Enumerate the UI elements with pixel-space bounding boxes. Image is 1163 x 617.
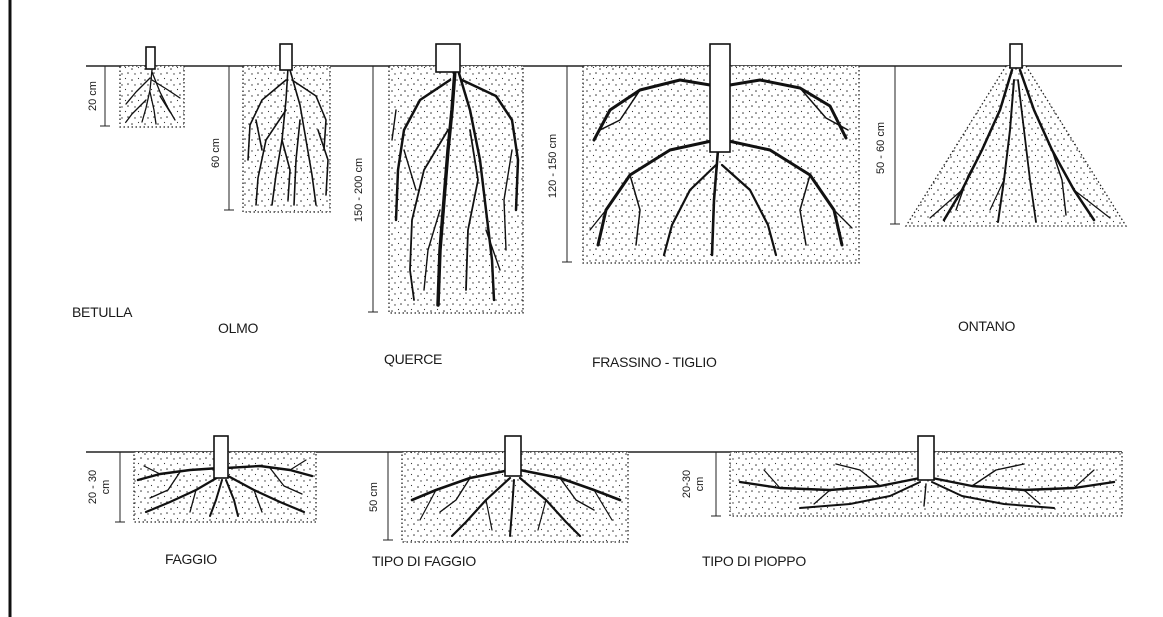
betulla-figure: 20 cm BETULLA — [72, 47, 184, 320]
ontano-depth-label: 50 - 60 cm — [875, 122, 887, 174]
ontano-name-label: ONTANO — [958, 318, 1015, 334]
betulla-trunk — [146, 47, 155, 69]
frassino-tiglio-name-label: FRASSINO - TIGLIO — [592, 354, 717, 370]
olmo-figure: 60 cm OLMO — [210, 44, 330, 336]
faggio-trunk — [214, 436, 228, 478]
tipo-di-faggio-name-label: TIPO DI FAGGIO — [372, 553, 476, 569]
faggio-name-label: FAGGIO — [165, 551, 217, 567]
faggio-depth-label-1: 20 - 30 — [87, 470, 99, 504]
olmo-name-label: OLMO — [218, 320, 258, 336]
tipo-di-faggio-figure: 50 cm TIPO DI FAGGIO — [368, 436, 628, 569]
betulla-name-label: BETULLA — [72, 304, 133, 320]
querce-figure: 150 - 200 cm QUERCE — [353, 44, 523, 367]
querce-trunk — [436, 44, 460, 72]
tipo-di-faggio-trunk — [505, 436, 521, 476]
tipo-di-pioppo-figure: 20-30 cm TIPO DI PIOPPO — [681, 436, 1122, 569]
ontano-trunk — [1010, 44, 1022, 68]
faggio-depth-label-2: cm — [100, 480, 112, 495]
betulla-depth-label: 20 cm — [87, 81, 99, 111]
tipo-di-pioppo-depth-label-2: cm — [694, 477, 706, 492]
ontano-soil-cone — [906, 66, 1126, 226]
olmo-trunk — [280, 44, 292, 70]
faggio-figure: 20 - 30 cm FAGGIO — [87, 436, 316, 567]
frassino-tiglio-trunk — [710, 44, 730, 152]
ontano-figure: 50 - 60 cm ONTANO — [875, 44, 1126, 334]
tipo-di-pioppo-trunk — [918, 436, 934, 480]
tipo-di-pioppo-depth-label-1: 20-30 — [681, 470, 693, 498]
tipo-di-pioppo-name-label: TIPO DI PIOPPO — [702, 553, 806, 569]
querce-soil-box — [389, 66, 523, 313]
querce-depth-label: 150 - 200 cm — [353, 158, 365, 222]
querce-name-label: QUERCE — [384, 351, 442, 367]
tipo-di-faggio-depth-label: 50 cm — [368, 482, 380, 512]
olmo-depth-label: 60 cm — [210, 138, 222, 168]
frassino-tiglio-figure: 120 - 150 cm FRASSINO - TIGLIO — [547, 44, 859, 370]
frassino-tiglio-depth-label: 120 - 150 cm — [547, 134, 559, 198]
